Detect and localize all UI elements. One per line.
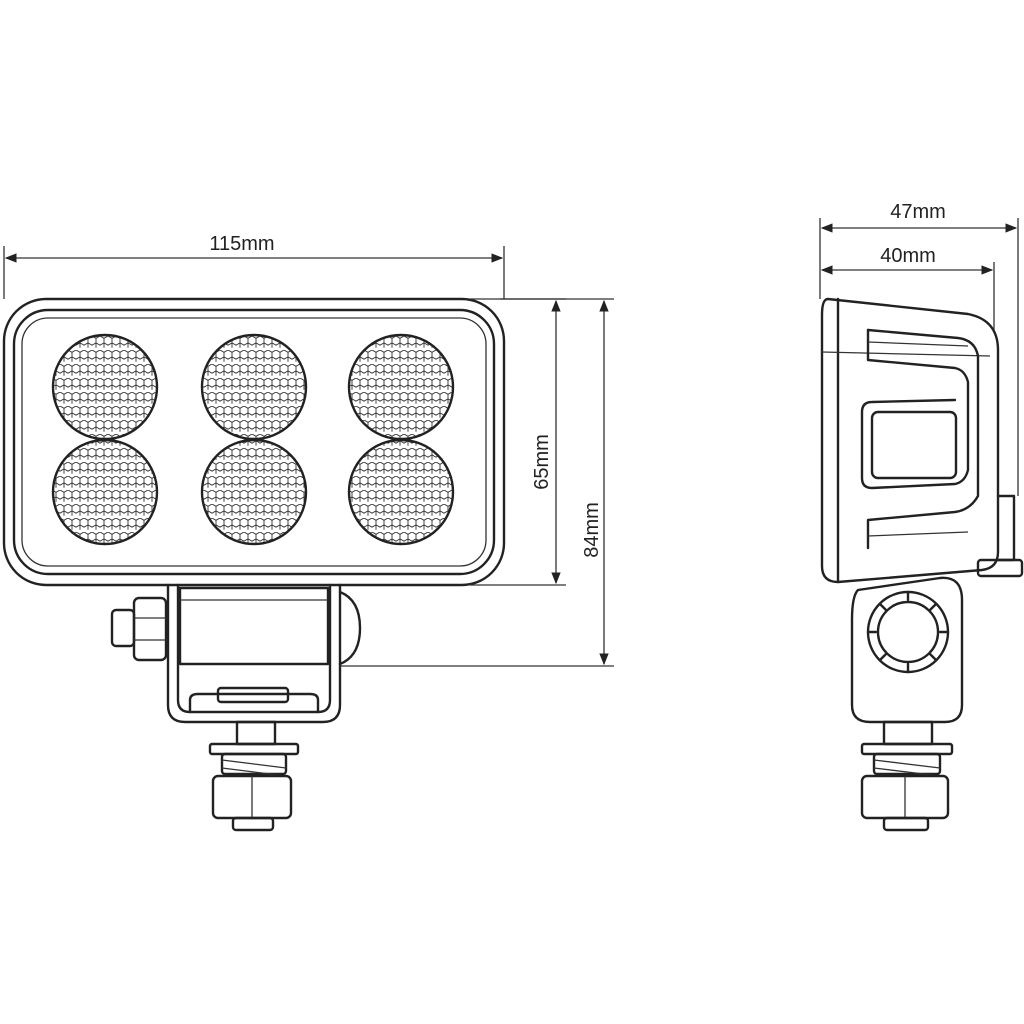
led-reflector [347,333,455,441]
dimension-height-lens: 65mm [470,298,566,586]
side-view [820,297,1024,832]
dimension-depth-total: 47mm [819,201,1019,496]
dimension-height-total: 84mm [340,298,614,667]
side-stud-assembly [860,742,954,832]
front-housing-inner [12,308,496,576]
front-lens-frame [21,317,487,567]
led-reflector [200,333,308,441]
led-reflector [51,438,159,546]
dim-label-40: 40mm [880,245,936,267]
led-reflector [51,333,159,441]
led-reflector [347,438,455,546]
dimension-width-front: 115mm [3,233,505,299]
dim-label-84: 84mm [581,502,603,558]
dimension-depth-body: 40mm [820,245,995,330]
front-stud-assembly [208,720,300,832]
side-bracket [850,576,964,746]
dim-label-115: 115mm [209,233,274,255]
dim-label-65: 65mm [531,434,553,490]
side-housing [820,297,1000,584]
dim-label-47: 47mm [890,201,946,223]
front-view [2,297,506,832]
led-reflector [200,438,308,546]
led-reflectors [51,333,455,546]
front-housing-outer [2,297,506,587]
front-bracket [110,583,362,724]
